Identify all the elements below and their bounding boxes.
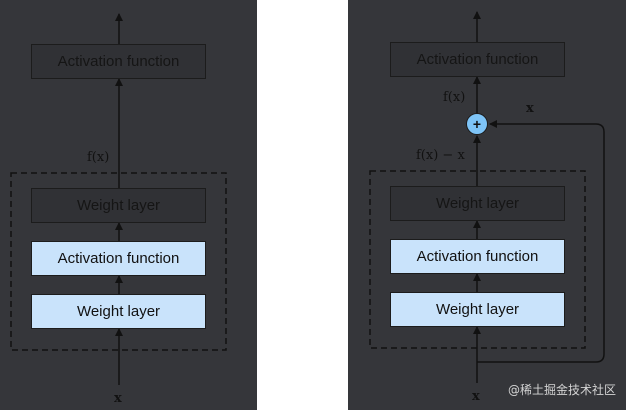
left-activation-function-mid-box: Activation function — [31, 241, 206, 276]
right-activation-function-box: Activation function — [390, 42, 565, 77]
watermark: @稀土掘金技术社区 — [507, 383, 616, 397]
left-activation-function-box: Activation function — [31, 44, 206, 79]
right-fx-minus-x-label: f(x) − x — [416, 148, 465, 163]
left-weight-layer-bottom-box: Weight layer — [31, 294, 206, 329]
right-fx-label: f(x) — [443, 90, 466, 105]
left-weight-layer-top-box: Weight layer — [31, 188, 206, 223]
right-skip-x-label: x — [526, 101, 534, 116]
right-x-input-label: x — [472, 389, 480, 404]
right-dashed-block — [369, 170, 586, 349]
left-x-input-label: x — [114, 391, 122, 406]
right-activation-function-mid-box: Activation function — [390, 239, 565, 274]
right-weight-layer-bottom-box: Weight layer — [390, 292, 565, 327]
right-skip-connection — [477, 120, 605, 363]
addition-node: + — [466, 113, 488, 135]
left-dashed-block — [10, 172, 227, 351]
right-weight-layer-top-box: Weight layer — [390, 186, 565, 221]
left-fx-label: f(x) — [87, 150, 110, 165]
